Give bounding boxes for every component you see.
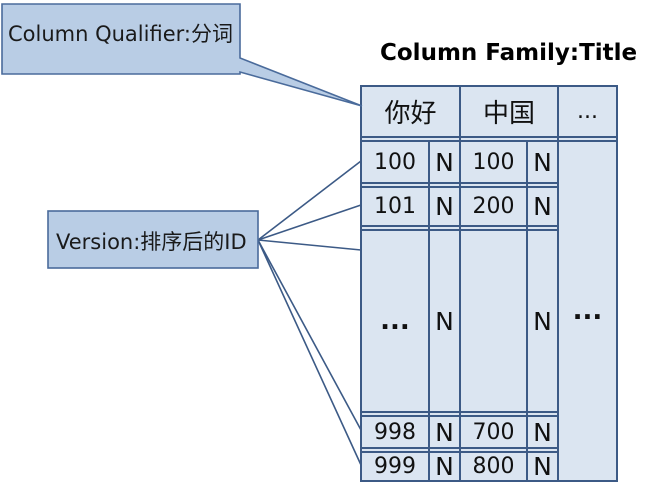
row-2-version-2: 200 bbox=[472, 194, 515, 219]
version-callout-label: Version:排序后的ID bbox=[56, 230, 247, 254]
row-4-version-1: 998 bbox=[374, 419, 416, 445]
row-1-flag-2: N bbox=[533, 147, 552, 177]
table-grid bbox=[361, 86, 617, 481]
row-1-version-1: 100 bbox=[374, 149, 416, 175]
row-4-version-2: 700 bbox=[472, 419, 515, 445]
version-callout-shape bbox=[47, 210, 259, 269]
header-cell-3: ... bbox=[577, 99, 598, 124]
row-2-flag-2: N bbox=[533, 192, 552, 221]
third-column-cell: ... bbox=[572, 296, 603, 326]
row-3-version-1: ... bbox=[380, 306, 410, 336]
row-5-flag-1: N bbox=[435, 452, 454, 481]
row-2-version-1: 101 bbox=[374, 194, 416, 219]
row-5-version-2: 800 bbox=[472, 454, 515, 479]
version-connectors bbox=[257, 160, 362, 466]
row-1-flag-1: N bbox=[435, 147, 454, 177]
row-3-version-2 bbox=[460, 230, 527, 412]
column-family-title: Column Family:Title bbox=[380, 40, 638, 66]
row-4-flag-2: N bbox=[533, 417, 552, 447]
header-cell-2: 中国 bbox=[482, 99, 535, 129]
row-3-flag-2: N bbox=[533, 306, 552, 336]
row-4-flag-1: N bbox=[435, 417, 454, 447]
qualifier-callout-label: Column Qualifier:分词 bbox=[8, 22, 233, 46]
qualifier-callout-shape bbox=[1, 3, 363, 107]
row-5-version-1: 999 bbox=[374, 454, 416, 479]
row-2-flag-1: N bbox=[435, 192, 454, 221]
row-5-flag-2: N bbox=[533, 452, 552, 481]
row-1-version-2: 100 bbox=[472, 149, 515, 175]
header-cell-1: 你好 bbox=[384, 99, 437, 129]
row-3-flag-1: N bbox=[435, 306, 454, 336]
